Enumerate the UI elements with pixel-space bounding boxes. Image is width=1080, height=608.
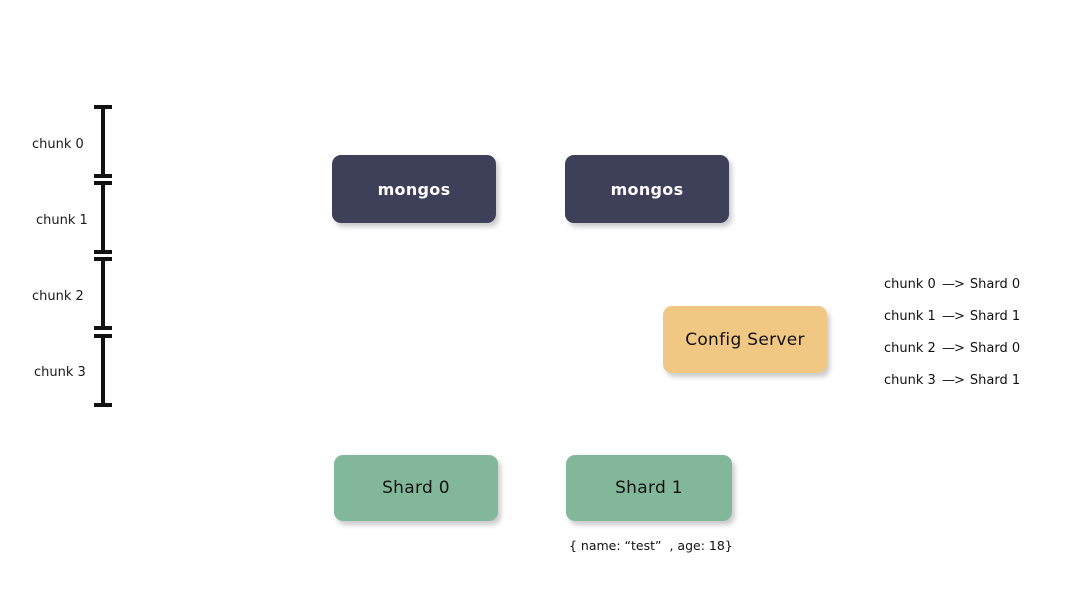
shard-node-0[interactable]: Shard 0 (334, 455, 498, 521)
mongos-node-0[interactable]: mongos (332, 155, 496, 223)
mongos-node-1[interactable]: mongos (565, 155, 729, 223)
mongos-node-label: mongos (377, 179, 451, 199)
bracket-stem (101, 257, 105, 330)
config-server-label: Config Server (685, 329, 805, 350)
chunk-label-2: chunk 2 (32, 289, 84, 304)
bracket-cap-bottom (94, 174, 112, 178)
chunk-label-1: chunk 1 (36, 213, 88, 228)
bracket-cap-bottom (94, 326, 112, 330)
arrow-right-icon: —> (942, 308, 965, 324)
bracket-cap-bottom (94, 250, 112, 254)
shard-node-label: Shard 0 (382, 478, 450, 498)
chunk-label-3: chunk 3 (34, 365, 86, 380)
mapping-shard-label: Shard 0 (969, 276, 1021, 292)
mapping-shard-label: Shard 1 (969, 308, 1021, 324)
shard-node-1[interactable]: Shard 1 (566, 455, 732, 521)
mapping-row: chunk 3 —> Shard 1 (884, 364, 1064, 396)
mapping-shard-label: Shard 0 (969, 340, 1021, 356)
arrow-right-icon: —> (942, 372, 965, 388)
chunk-bracket-1 (94, 181, 112, 254)
mapping-row: chunk 0 —> Shard 0 (884, 268, 1064, 300)
mongos-node-label: mongos (610, 179, 684, 199)
mapping-chunk-label: chunk 1 (884, 308, 936, 324)
mapping-row: chunk 1 —> Shard 1 (884, 300, 1064, 332)
mapping-shard-label: Shard 1 (969, 372, 1021, 388)
document-sample-text: { name: “test” , age: 18} (569, 538, 733, 553)
config-server-node[interactable]: Config Server (663, 306, 827, 373)
chunk-bracket-2 (94, 257, 112, 330)
bracket-stem (101, 334, 105, 407)
arrow-right-icon: —> (942, 340, 965, 356)
mapping-chunk-label: chunk 0 (884, 276, 936, 292)
chunk-label-0: chunk 0 (32, 137, 84, 152)
bracket-stem (101, 181, 105, 254)
chunk-bracket-0 (94, 105, 112, 178)
mapping-row: chunk 2 —> Shard 0 (884, 332, 1064, 364)
shard-node-label: Shard 1 (615, 478, 683, 498)
bracket-cap-bottom (94, 403, 112, 407)
arrow-right-icon: —> (942, 276, 965, 292)
mapping-chunk-label: chunk 2 (884, 340, 936, 356)
bracket-stem (101, 105, 105, 178)
chunk-shard-mapping-list: chunk 0 —> Shard 0 chunk 1 —> Shard 1 ch… (884, 268, 1064, 396)
mapping-chunk-label: chunk 3 (884, 372, 936, 388)
chunk-bracket-3 (94, 334, 112, 407)
